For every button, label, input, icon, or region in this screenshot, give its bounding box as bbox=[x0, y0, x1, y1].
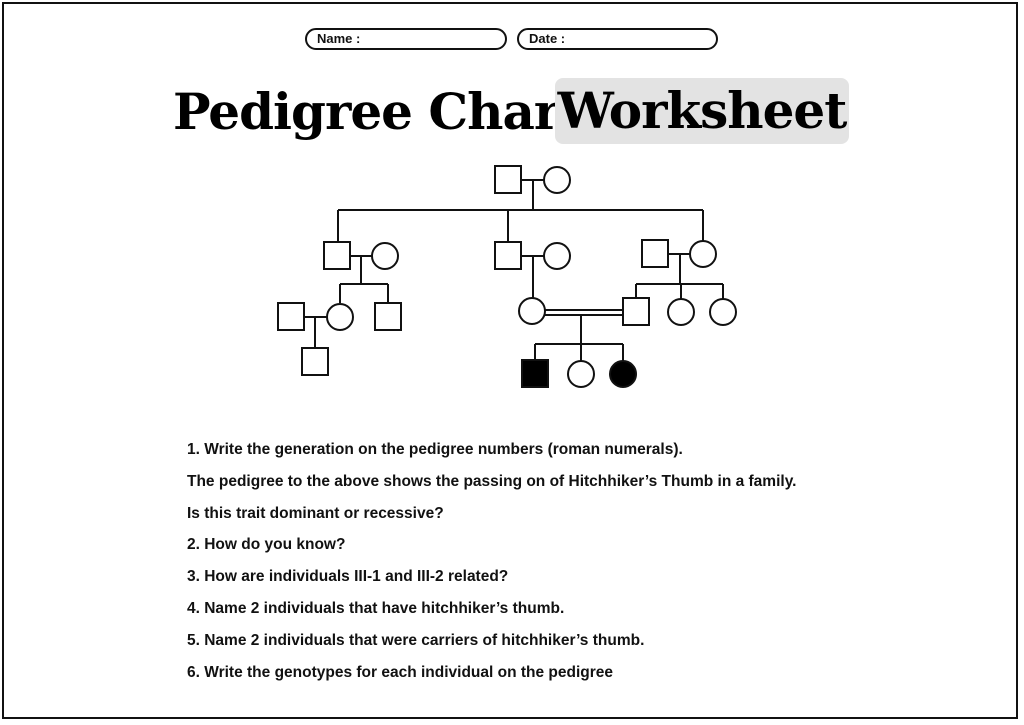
male-unaffected bbox=[323, 241, 351, 270]
female-unaffected bbox=[543, 242, 571, 270]
title-highlight: Worksheet bbox=[555, 78, 849, 144]
female-unaffected bbox=[371, 242, 399, 270]
question-dominant-recessive: Is this trait dominant or recessive? bbox=[187, 504, 444, 522]
female-affected bbox=[609, 360, 637, 388]
female-unaffected bbox=[326, 303, 354, 331]
female-unaffected bbox=[567, 360, 595, 388]
question-4: 4. Name 2 individuals that have hitchhik… bbox=[187, 599, 565, 617]
male-unaffected bbox=[641, 239, 669, 268]
date-label: Date : bbox=[529, 31, 566, 46]
male-unaffected bbox=[494, 165, 522, 194]
question-6: 6. Write the genotypes for each individu… bbox=[187, 663, 614, 681]
page-title: Pedigree Chart Worksheet bbox=[0, 78, 1024, 146]
question-2: 2. How do you know? bbox=[187, 536, 346, 554]
question-intro: The pedigree to the above shows the pass… bbox=[187, 472, 797, 490]
female-unaffected bbox=[667, 298, 695, 326]
date-field[interactable]: Date : bbox=[517, 28, 718, 50]
male-unaffected bbox=[374, 302, 402, 331]
question-5: 5. Name 2 individuals that were carriers… bbox=[187, 631, 645, 649]
female-unaffected bbox=[518, 297, 546, 325]
male-unaffected bbox=[301, 347, 329, 376]
female-unaffected bbox=[709, 298, 737, 326]
name-field[interactable]: Name : bbox=[305, 28, 507, 50]
title-main: Pedigree Chart bbox=[173, 82, 582, 141]
pedigree-chart bbox=[277, 165, 737, 388]
female-unaffected bbox=[689, 240, 717, 268]
male-unaffected bbox=[277, 302, 305, 331]
question-list: 1. Write the generation on the pedigree … bbox=[187, 438, 947, 692]
male-unaffected bbox=[622, 297, 650, 326]
question-3: 3. How are individuals III-1 and III-2 r… bbox=[187, 568, 509, 586]
male-unaffected bbox=[494, 241, 522, 270]
name-label: Name : bbox=[317, 31, 361, 46]
question-1: 1. Write the generation on the pedigree … bbox=[187, 441, 683, 458]
female-unaffected bbox=[543, 166, 571, 194]
male-affected bbox=[521, 359, 549, 388]
